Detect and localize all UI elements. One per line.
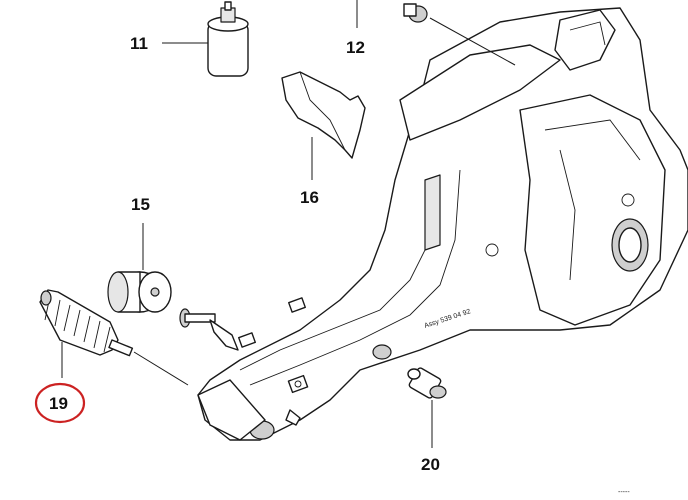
callout-12: 12	[346, 38, 365, 57]
callout-15: 15	[131, 195, 150, 214]
callout-11: 11	[130, 34, 148, 53]
part-11-filter	[162, 1, 249, 77]
part-12-bolt	[356, 0, 516, 66]
callout-19: 19	[49, 394, 68, 413]
handle-frame: Assy 539 04 92	[197, 7, 688, 441]
part-20-bushing	[407, 367, 447, 448]
callout-19-highlight	[34, 382, 86, 424]
part-16-cover	[281, 71, 366, 180]
part-15-damper	[107, 223, 239, 351]
part-19-spring	[39, 289, 189, 386]
callout-20: 20	[421, 455, 440, 474]
footer-mark: -----	[618, 489, 630, 496]
callout-16: 16	[300, 188, 319, 207]
